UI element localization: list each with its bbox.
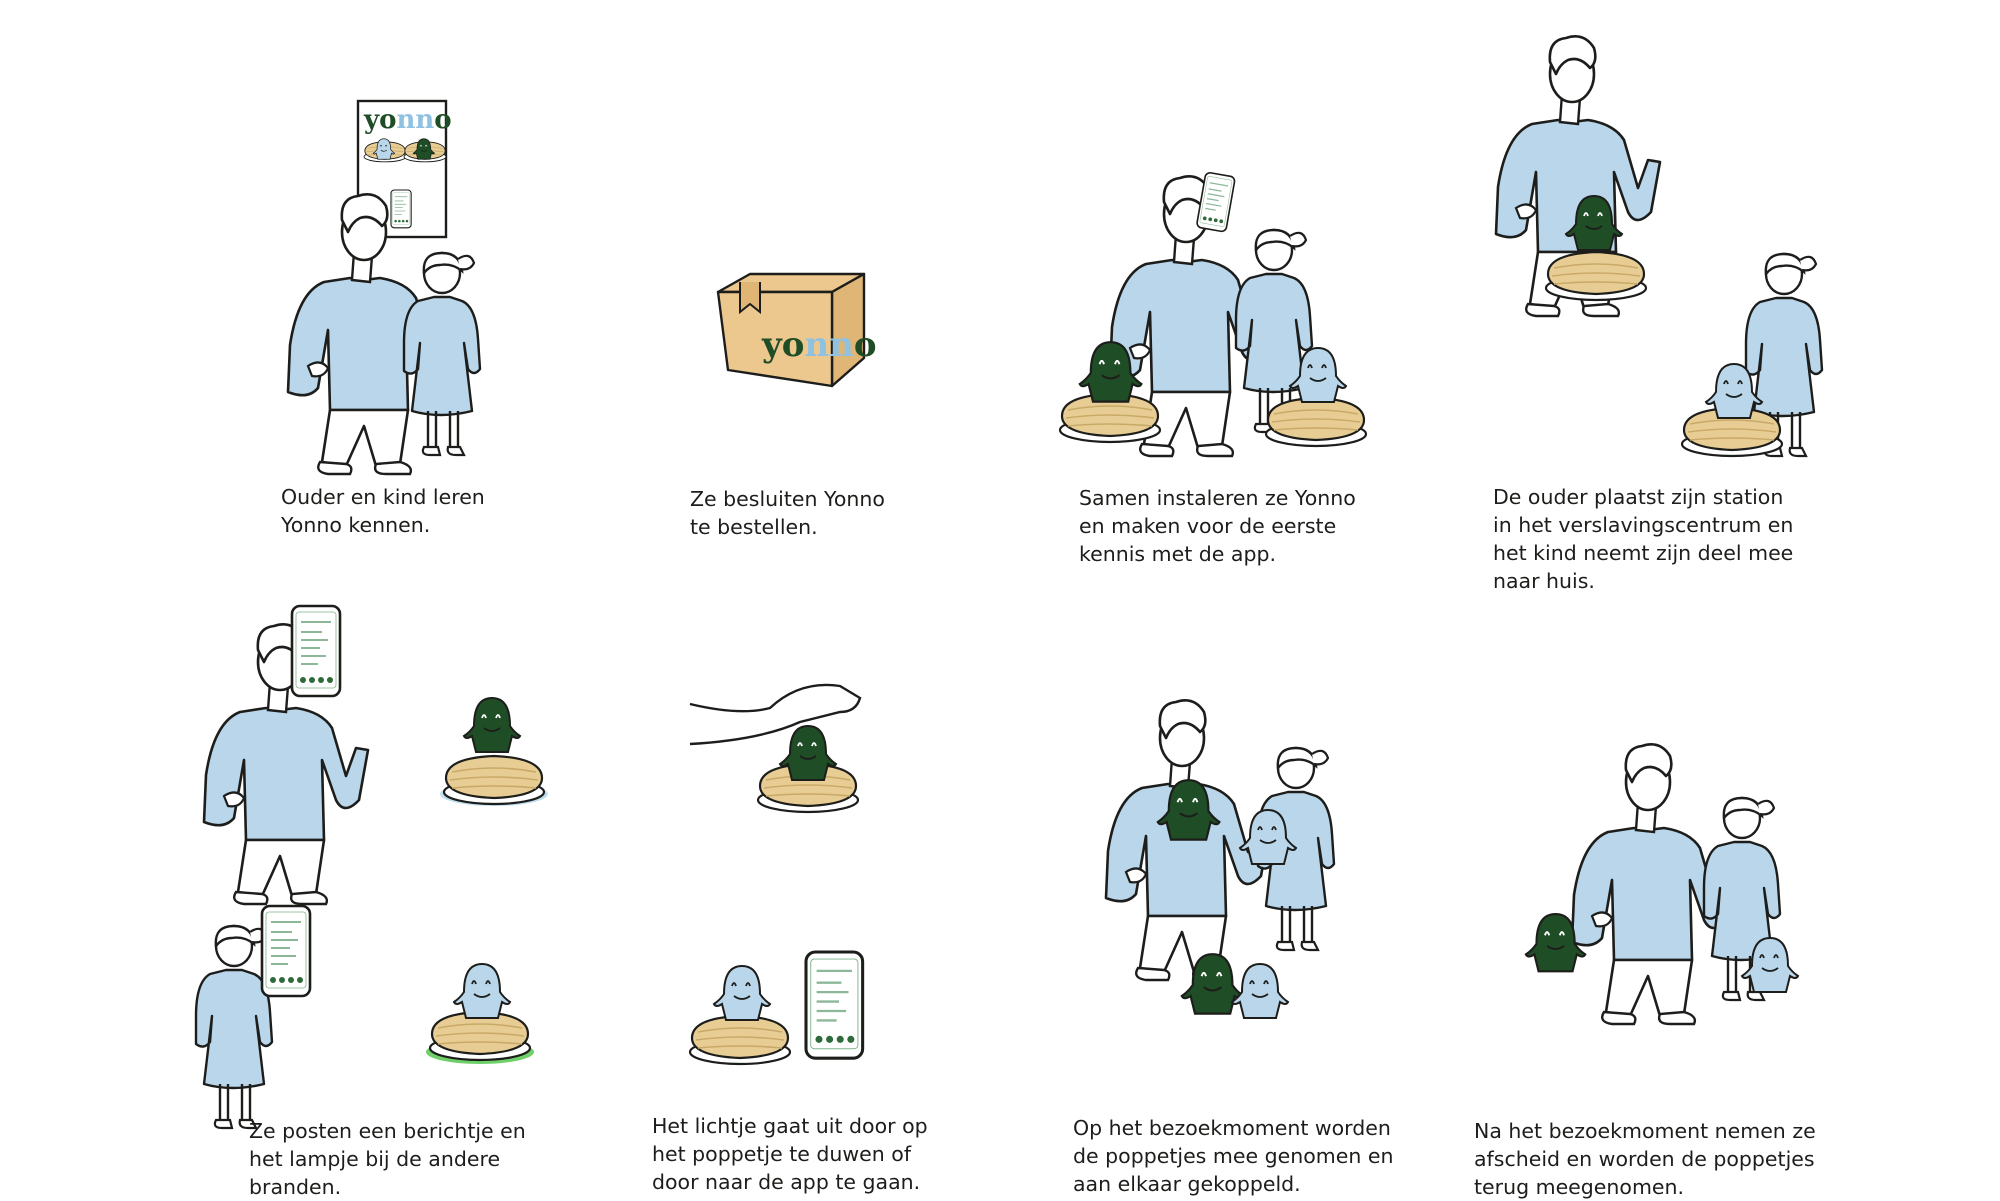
step-3-caption: Samen instaleren ze Yonno en maken voor … [1079, 486, 1356, 566]
poster-logo: yonno [363, 105, 452, 135]
step-6-caption: Het lichtje gaat uit door op het poppetj… [652, 1114, 928, 1194]
hand [689, 683, 862, 746]
step-4-illustration [1494, 35, 1824, 458]
step-3-illustration [1058, 171, 1368, 458]
step-7-caption: Op het bezoekmoment worden de poppetjes … [1073, 1116, 1394, 1196]
step-5-caption: Ze posten een berichtje en het lampje bi… [249, 1119, 526, 1199]
step-6-illustration [688, 683, 865, 1066]
step-7-illustration [1104, 699, 1336, 1019]
step-1-illustration: yonno [286, 99, 482, 476]
box-logo: yonno [761, 325, 877, 365]
step-4-caption: De ouder plaatst zijn station in het ver… [1493, 485, 1794, 593]
step-2-illustration: yonno [716, 272, 877, 388]
step-5-illustration [194, 604, 548, 1130]
step-1-caption: Ouder en kind leren Yonno kennen. [281, 485, 485, 537]
step-8-caption: Na het bezoekmoment nemen ze afscheid en… [1474, 1119, 1816, 1199]
step-8-illustration [1524, 743, 1799, 1026]
step-2-caption: Ze besluiten Yonno te bestellen. [690, 487, 885, 539]
